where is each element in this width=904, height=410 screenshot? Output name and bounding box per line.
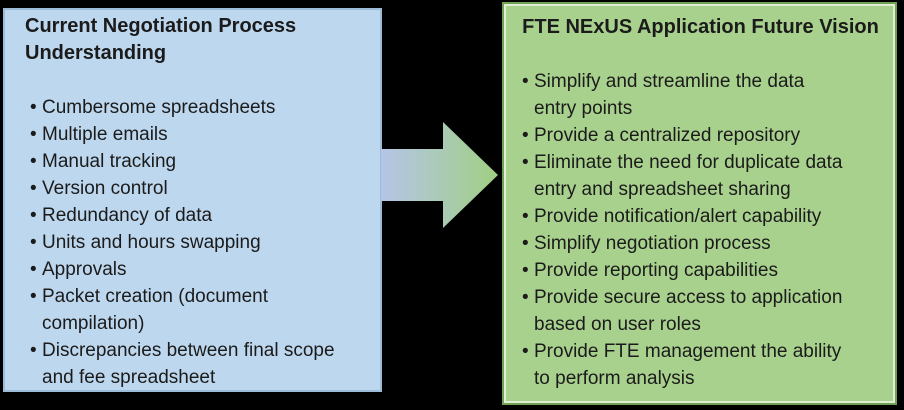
- bullet-item: Simplify and streamline the data entry p…: [522, 68, 881, 122]
- bullet-item: Redundancy of data: [30, 202, 368, 229]
- bullet-item: Approvals: [30, 256, 368, 283]
- bullet-item: Units and hours swapping: [30, 229, 368, 256]
- bullet-item: Manual tracking: [30, 148, 368, 175]
- bullet-item: Eliminate the need for duplicate data en…: [522, 149, 881, 203]
- bullet-item: Provide reporting capabilities: [522, 257, 881, 284]
- bullet-item: Packet creation (document compilation): [30, 283, 368, 337]
- bullet-item: Version control: [30, 175, 368, 202]
- current-process-bullet-list: Cumbersome spreadsheets Multiple emails …: [25, 94, 368, 391]
- bullet-item: Simplify negotiation process: [522, 230, 881, 257]
- current-process-title: Current Negotiation Process Understandin…: [25, 15, 297, 64]
- current-process-box: Current Negotiation Process Understandin…: [3, 8, 382, 392]
- bullet-item: Provide secure access to application bas…: [522, 284, 881, 338]
- title-spacer: [25, 67, 368, 94]
- right-arrow-icon: [381, 122, 498, 228]
- future-vision-bullet-list: Simplify and streamline the data entry p…: [520, 68, 881, 392]
- bullet-item: Cumbersome spreadsheets: [30, 94, 368, 121]
- bullet-item: Provide FTE management the ability to pe…: [522, 338, 881, 392]
- bullet-item: Provide a centralized repository: [522, 122, 881, 149]
- bullet-item: Multiple emails: [30, 121, 368, 148]
- future-vision-title: FTE NExUS Application Future Vision: [522, 16, 879, 38]
- title-spacer: [520, 41, 881, 68]
- bullet-item: Discrepancies between final scope and fe…: [30, 337, 368, 391]
- future-vision-box: FTE NExUS Application Future Vision Simp…: [502, 2, 897, 405]
- bullet-item: Provide notification/alert capability: [522, 203, 881, 230]
